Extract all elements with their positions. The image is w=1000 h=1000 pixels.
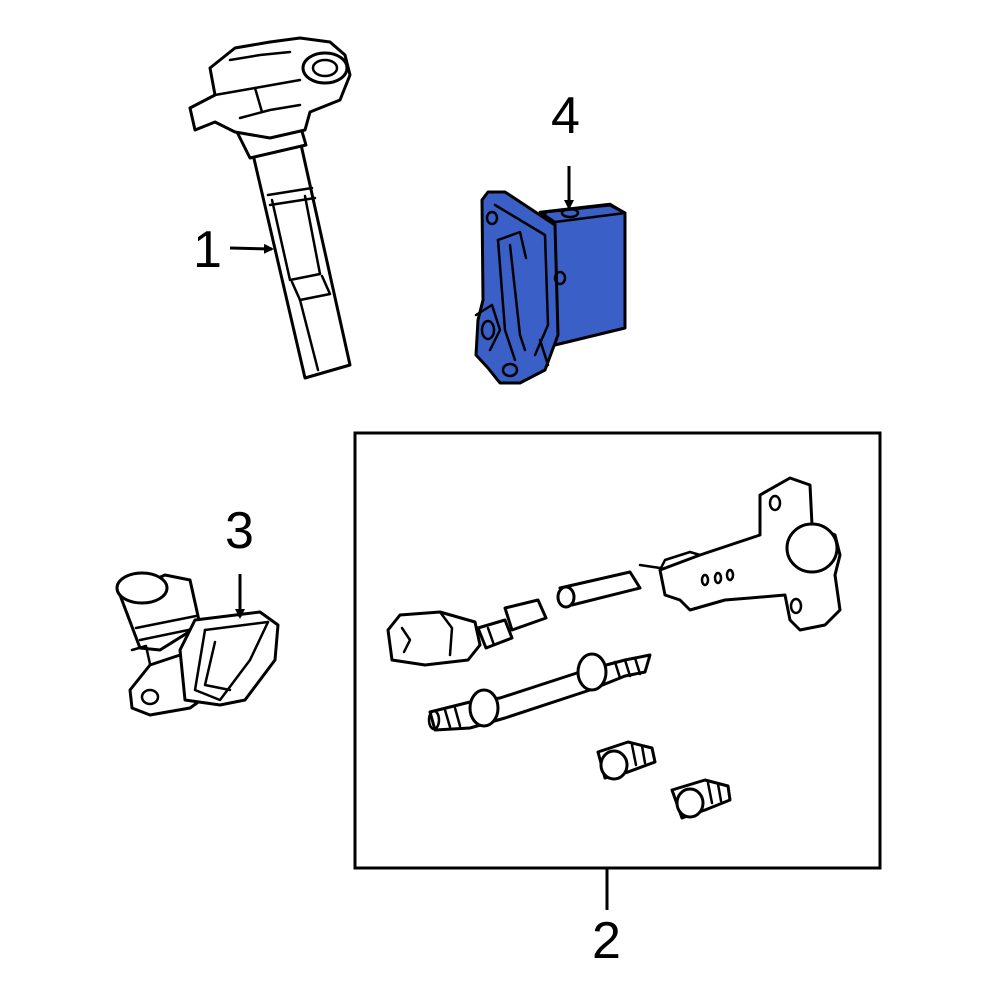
callout-1-label: 1	[193, 221, 222, 279]
control-module-part[interactable]	[474, 190, 627, 385]
ignition-coil-part[interactable]	[188, 36, 352, 380]
callout-3-label: 3	[225, 502, 254, 560]
sensor-kit-part[interactable]	[386, 476, 842, 820]
callout-2-label: 2	[592, 912, 621, 970]
callout-1-leader-arrow	[229, 243, 274, 254]
callout-4-label: 4	[551, 87, 580, 145]
kit-boundary-box	[353, 431, 882, 870]
position-sensor-part[interactable]	[115, 571, 280, 717]
